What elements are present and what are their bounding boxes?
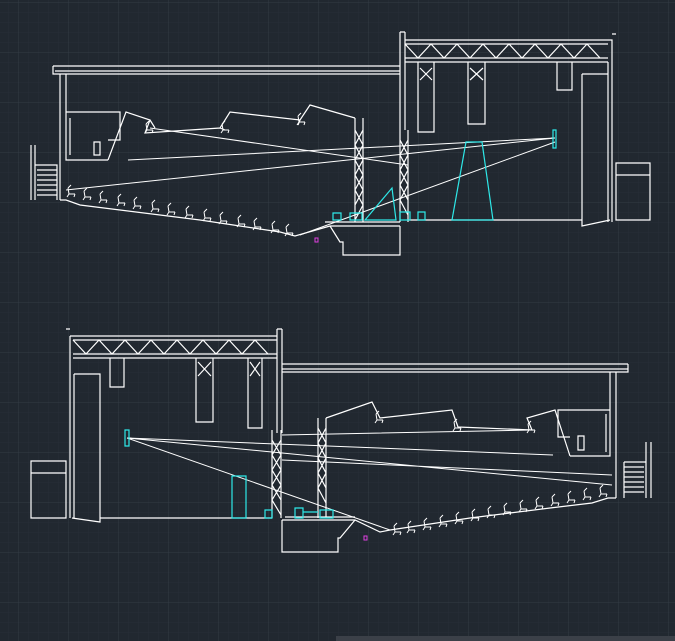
projection-room-lower [557,409,611,457]
truss-tower-1 [354,118,364,222]
section-drawing-upper[interactable] [30,31,651,256]
fly-tower-right-wall [581,62,613,227]
fly-tower-left-wall [69,373,101,523]
cyan-elements-lower [124,429,334,519]
hanging-units [417,62,573,133]
hanging-units-lower [109,358,263,429]
roof-line-lower [282,363,629,373]
projection-room [65,111,121,161]
balcony-profile [107,104,356,161]
marker-lower [363,535,368,541]
left-wall [59,74,67,200]
status-bar-strip [336,636,675,641]
balcony-profile-lower [325,401,571,457]
projector-screen [552,129,557,149]
projector-screen-lower [124,429,130,447]
sightlines [65,127,556,236]
roof-line [52,65,400,75]
truss-tower-lower-1 [271,430,282,518]
fly-tower-lower [66,328,283,433]
sightlines-lower [126,429,613,531]
section-drawing-lower[interactable] [30,328,652,553]
stair-ramp [363,186,397,221]
cyan-elements-upper [332,129,557,221]
right-annex [615,162,651,221]
stair-left [30,145,58,200]
truss-tower-lower-2 [317,418,327,518]
marker-upper [314,237,319,243]
fly-tower [399,31,616,130]
speaker-lower [231,475,247,519]
right-wall-lower [609,372,617,498]
equipment-boxes [332,211,426,221]
stair-right [623,442,652,498]
speaker-stack [451,141,494,221]
left-annex [30,460,67,519]
equipment-boxes-lower [264,507,334,519]
seating-rake-lower [282,497,616,533]
truss-tower-2 [399,130,409,222]
